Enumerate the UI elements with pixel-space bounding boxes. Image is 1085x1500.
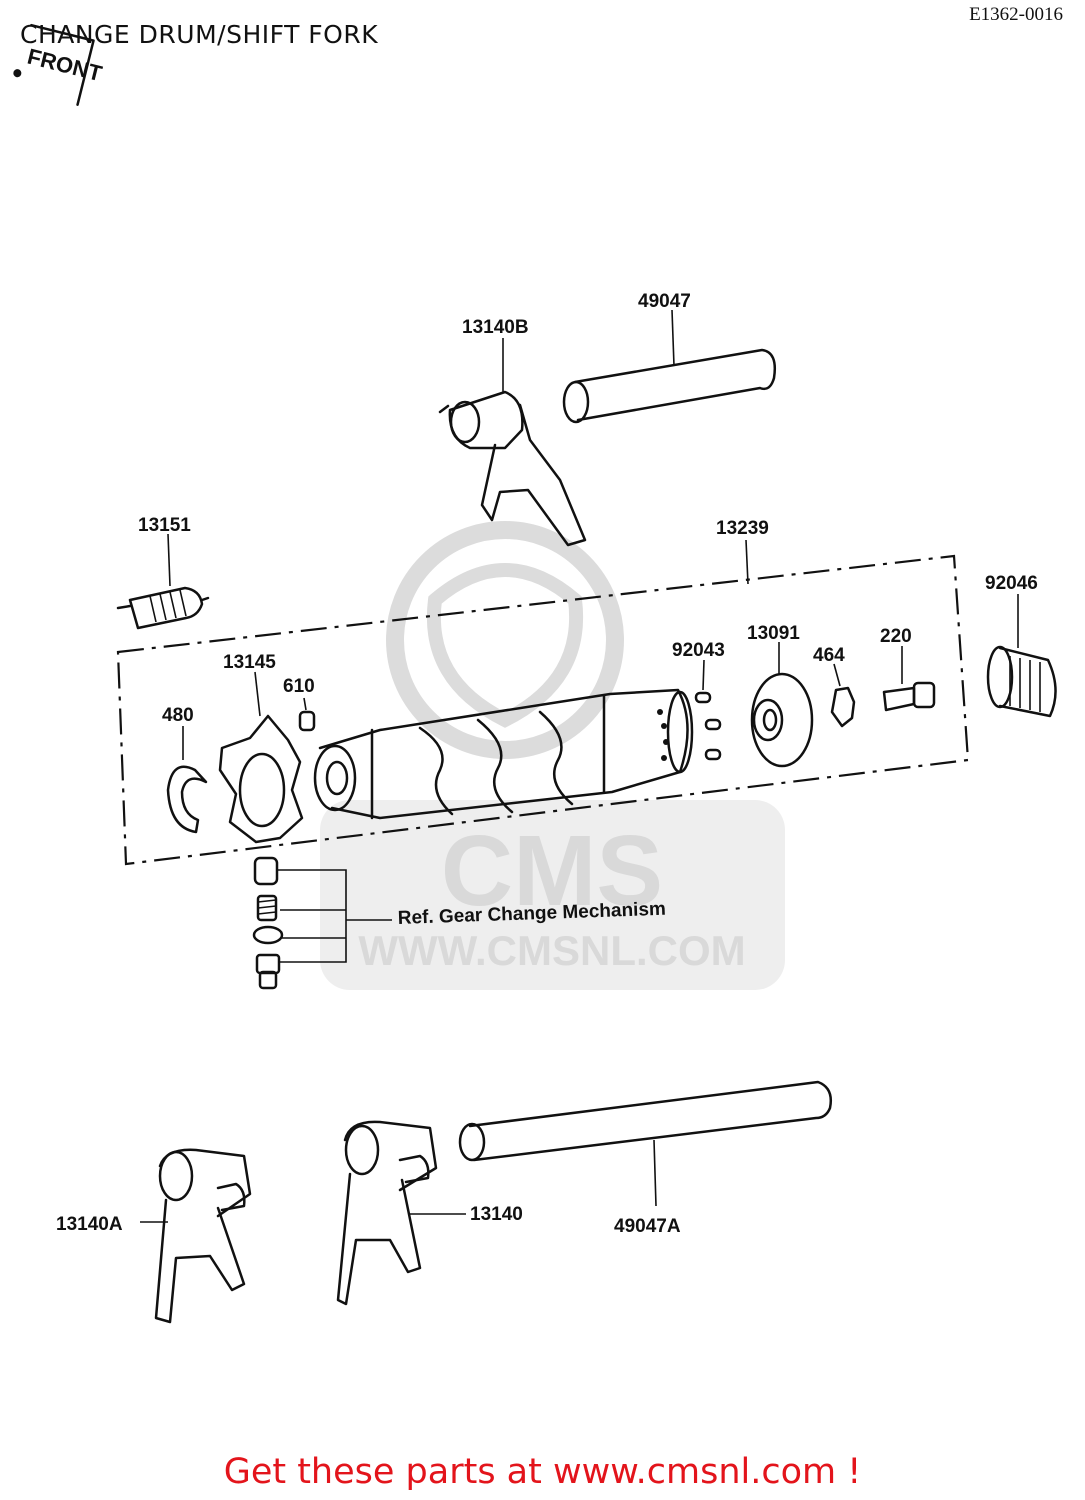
part-label-92046: 92046 <box>985 573 1038 594</box>
watermark-brand: CMS <box>441 815 663 927</box>
part-label-13145: 13145 <box>223 652 276 673</box>
shift-fork-13140A <box>140 1148 252 1324</box>
part-label-13151: 13151 <box>138 515 191 536</box>
pin-plate-13091 <box>750 642 814 768</box>
change-drum <box>313 688 694 820</box>
shift-rod-49047 <box>562 309 776 424</box>
part-label-610: 610 <box>283 676 315 697</box>
get-parts-link[interactable]: Get these parts at www.cmsnl.com ! <box>223 1452 862 1492</box>
part-label-13239: 13239 <box>716 518 769 539</box>
detent-assembly <box>252 856 392 990</box>
diagram-title: CHANGE DRUM/SHIFT FORK <box>20 20 379 49</box>
watermark-brand-box <box>320 800 785 990</box>
assembly-outline <box>116 554 970 866</box>
shift-fork-13140 <box>336 1120 466 1306</box>
nut-464 <box>830 663 856 728</box>
part-label-13140A: 13140A <box>56 1214 123 1235</box>
pin-610 <box>298 697 316 732</box>
diagram-code: E1362-0016 <box>969 4 1063 25</box>
part-label-13140B: 13140B <box>462 317 529 338</box>
part-label-92043: 92043 <box>672 640 725 661</box>
part-label-13140: 13140 <box>470 1204 523 1225</box>
cms-watermark: CMS WWW.CMSNL.COM <box>320 521 785 990</box>
watermark-url: WWW.CMSNL.COM <box>358 927 745 974</box>
bearing-92046 <box>986 594 1057 718</box>
part-label-13091: 13091 <box>747 623 800 644</box>
watermark-logo-circle <box>386 521 624 759</box>
shift-rod-49047A <box>458 1080 832 1207</box>
part-label-49047A: 49047A <box>614 1216 681 1237</box>
neutral-switch-13151 <box>116 533 210 630</box>
shift-fork-13140B <box>438 338 587 547</box>
bolt-220 <box>882 646 936 712</box>
front-label: FRONT <box>25 44 105 87</box>
part-label-49047: 49047 <box>638 291 691 312</box>
part-label-220: 220 <box>880 626 912 647</box>
part-label-464: 464 <box>813 645 845 666</box>
star-plate-13145 <box>218 671 304 844</box>
pins-92043 <box>694 659 722 761</box>
part-label-480: 480 <box>162 705 194 726</box>
circlip-480 <box>166 726 208 834</box>
watermark-logo-face <box>426 563 584 728</box>
